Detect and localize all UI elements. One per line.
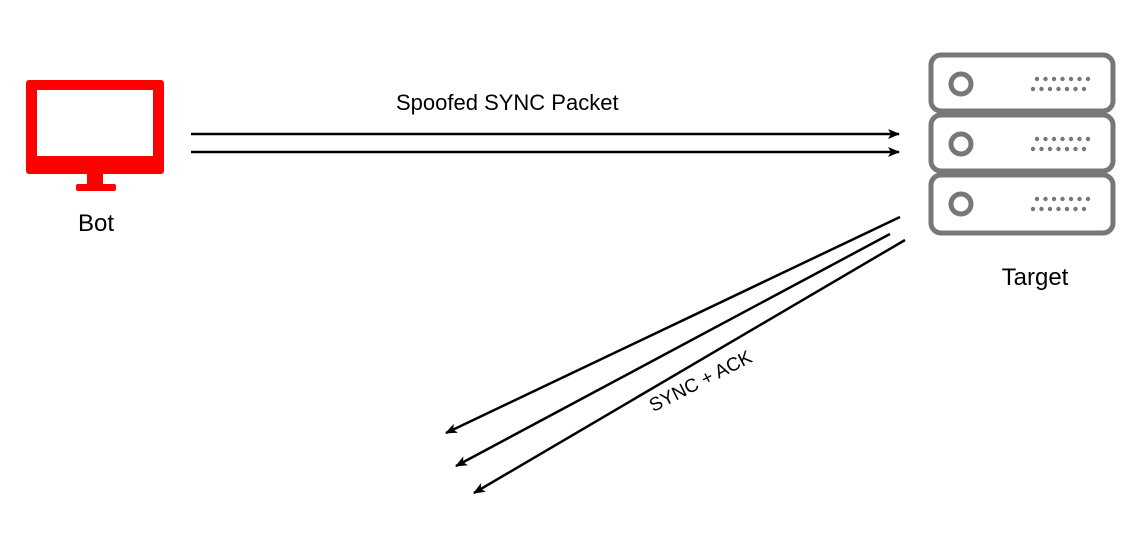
vent-dot (1081, 86, 1087, 92)
vent-dot (1030, 146, 1036, 152)
vent-dot (1064, 206, 1070, 212)
vent-dot (1064, 146, 1070, 152)
vent-dot (1085, 76, 1091, 82)
vent-dot (1051, 76, 1057, 82)
vent-dot (1077, 136, 1082, 142)
monitor-icon (26, 80, 164, 191)
vent-dot (1056, 146, 1061, 152)
vent-dot (1030, 206, 1036, 212)
vent-dot (1068, 136, 1074, 142)
vent-dot (1034, 196, 1040, 202)
vent-dot (1043, 196, 1048, 202)
vent-dot (1073, 206, 1078, 212)
vent-dot (1073, 146, 1078, 152)
vent-dot (1085, 196, 1091, 202)
vent-dot (1039, 146, 1044, 152)
sync-ack-arrow-2 (455, 232, 891, 468)
target-label: Target (1001, 264, 1069, 291)
server-rack-icon (928, 52, 1116, 236)
sync-ack-arrows (445, 215, 906, 495)
spoofed-sync-arrows (191, 129, 900, 157)
vent-dot (1064, 86, 1070, 92)
vent-dot (1043, 136, 1048, 142)
vent-dot (1056, 86, 1061, 92)
vent-dot (1030, 86, 1036, 92)
vent-dot (1034, 76, 1040, 82)
vent-dot (1047, 146, 1053, 152)
vent-dot (1047, 86, 1053, 92)
vent-dot (1051, 196, 1057, 202)
vent-dot (1081, 206, 1087, 212)
sync-ack-arrow-3 (473, 238, 906, 495)
vent-dot (1034, 136, 1040, 142)
vent-dot (1039, 86, 1044, 92)
vent-dot (1060, 136, 1065, 142)
spoofed-sync-label: Spoofed SYNC Packet (396, 90, 619, 115)
vent-dot (1056, 206, 1061, 212)
server-vent-dots (1030, 76, 1091, 212)
vent-dot (1043, 76, 1048, 82)
vent-dot (1081, 146, 1087, 152)
vent-dot (1073, 86, 1078, 92)
sync-ack-arrow-1 (445, 215, 901, 435)
vent-dot (1068, 76, 1074, 82)
vent-dot (1068, 196, 1074, 202)
vent-dot (1060, 76, 1065, 82)
vent-dot (1085, 136, 1091, 142)
vent-dot (1060, 196, 1065, 202)
bot-label: Bot (77, 210, 115, 237)
vent-dot (1051, 136, 1057, 142)
vent-dot (1077, 196, 1082, 202)
vent-dot (1077, 76, 1082, 82)
vent-dot (1047, 206, 1053, 212)
vent-dot (1039, 206, 1044, 212)
